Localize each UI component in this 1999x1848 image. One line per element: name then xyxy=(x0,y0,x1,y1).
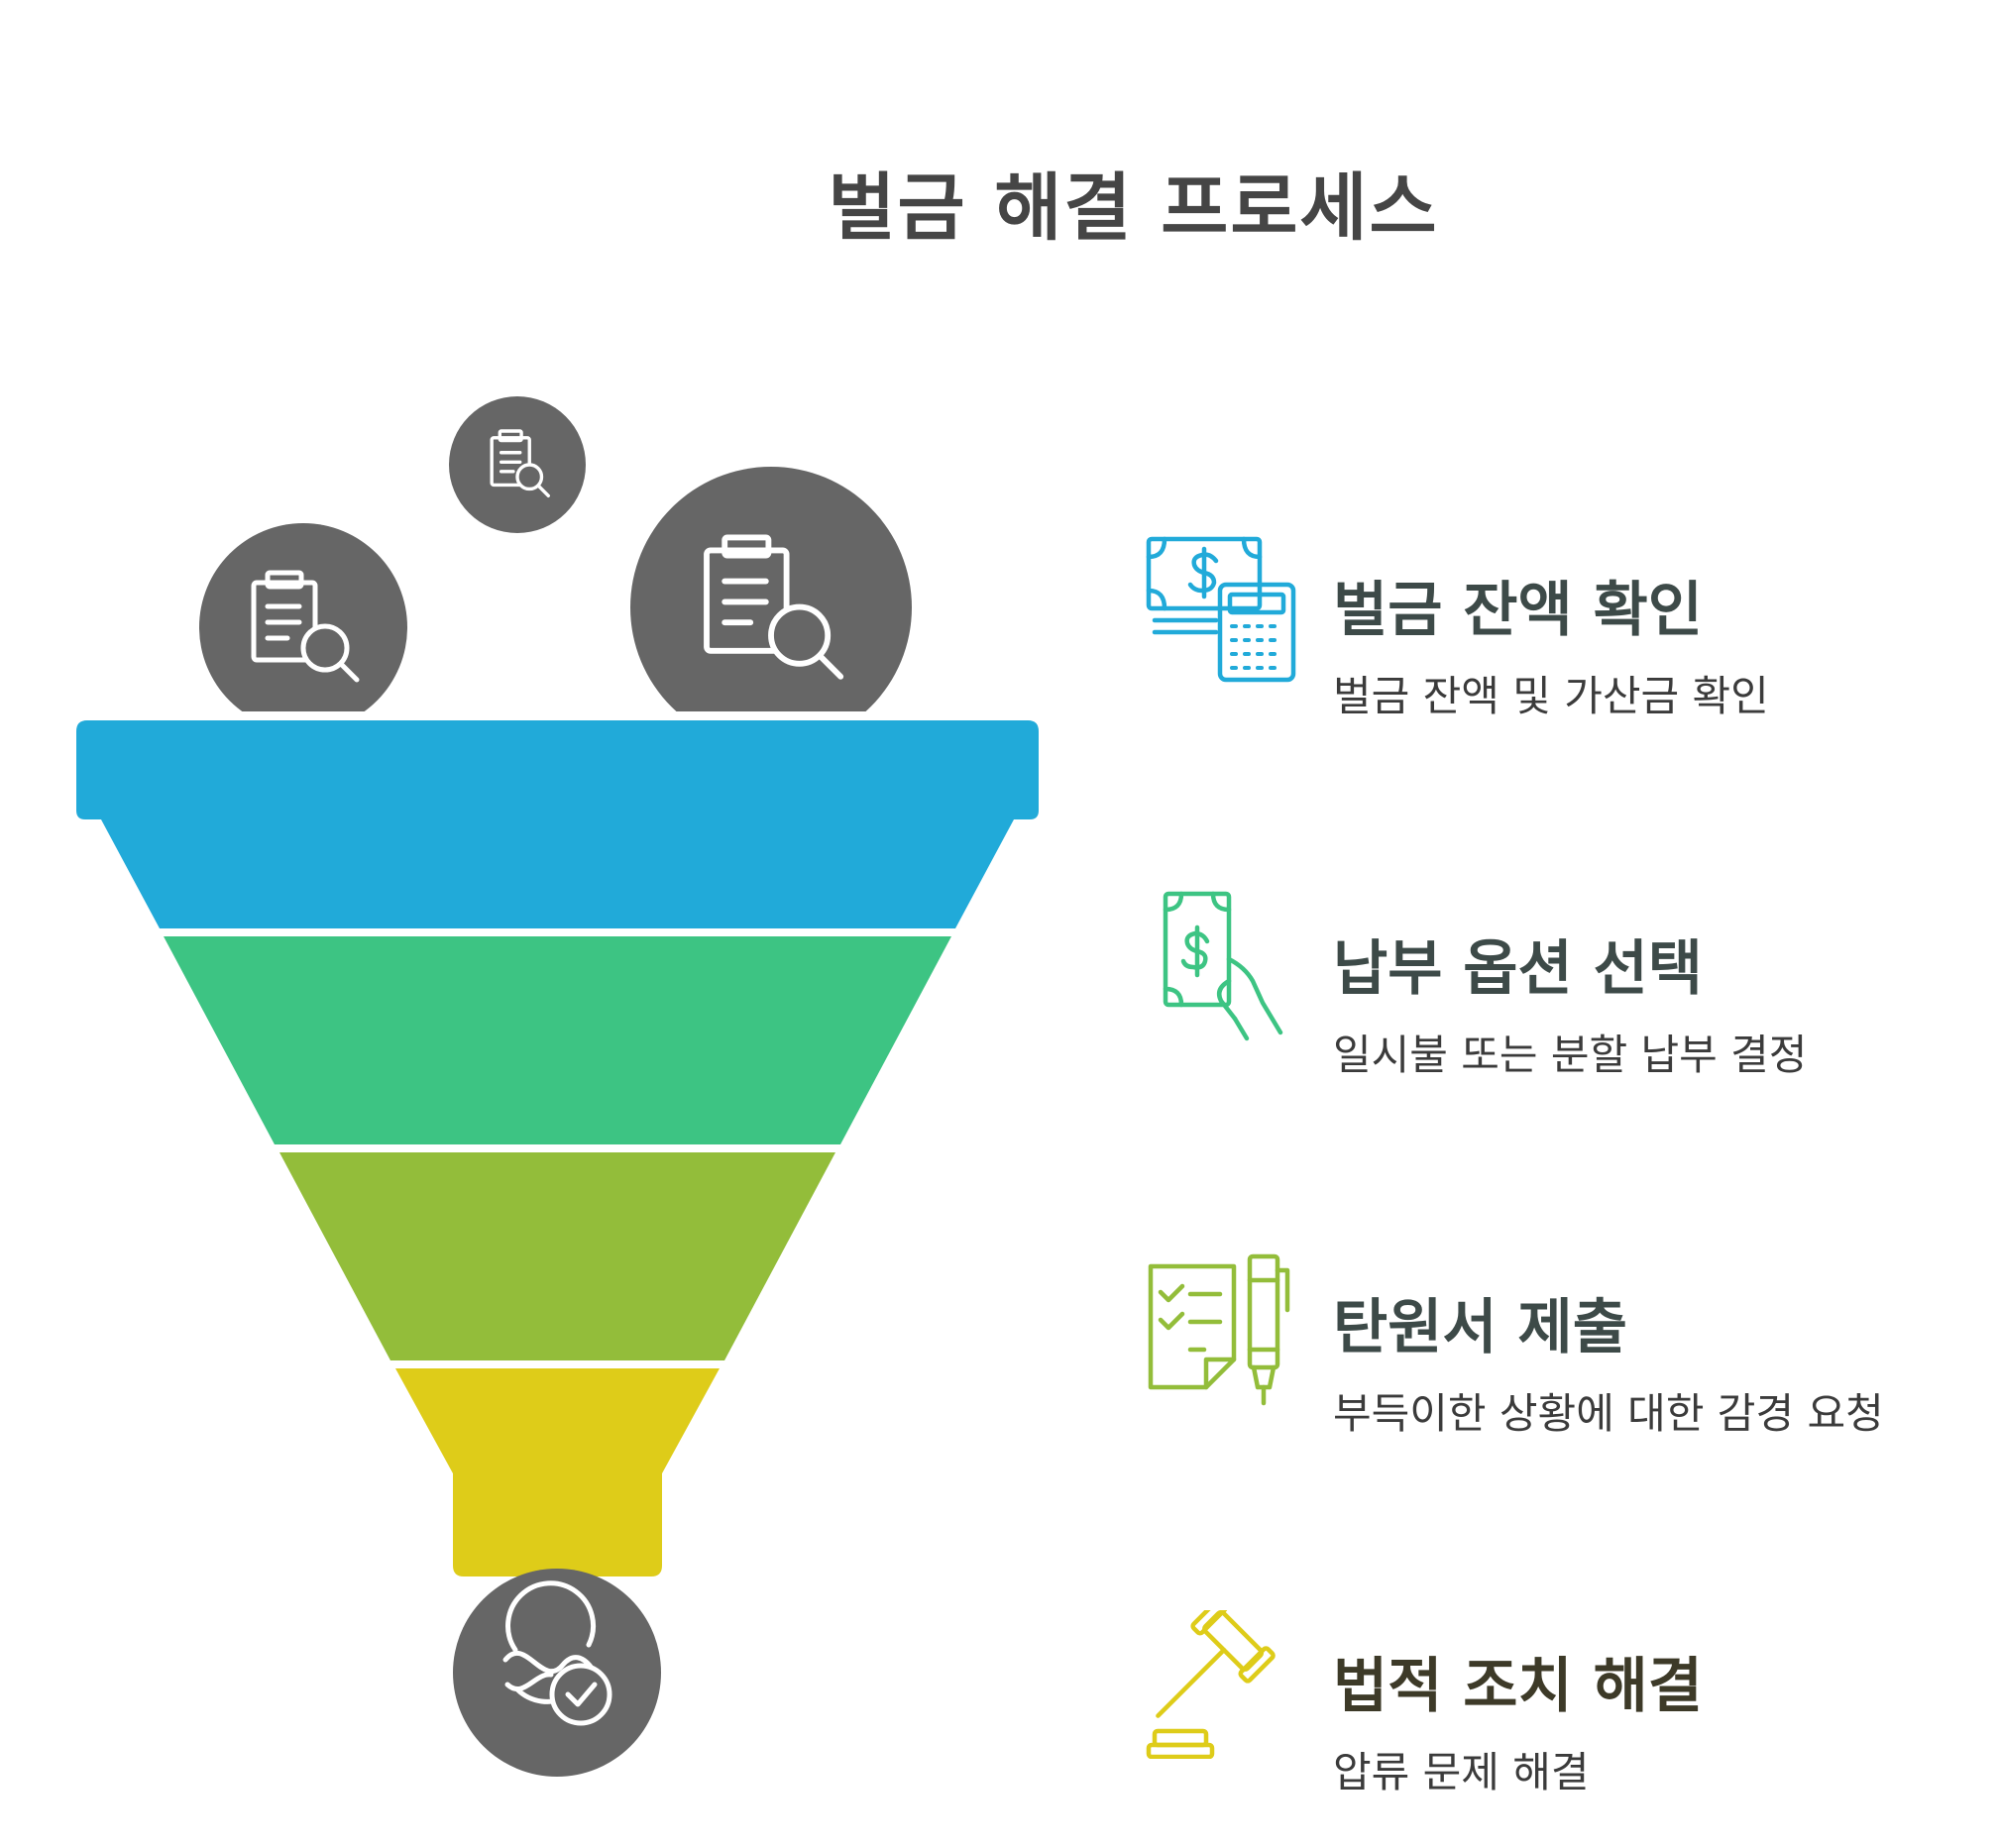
step-title: 벌금 잔액 확인 xyxy=(1333,576,1703,645)
step-title: 법적 조치 해결 xyxy=(1333,1652,1703,1721)
page-title: 벌금 해결 프로세스 xyxy=(828,165,1439,251)
step-2: 납부 옵션 선택 일시불 또는 분할 납부 결정 xyxy=(1333,939,1807,1076)
step-title: 납부 옵션 선택 xyxy=(1333,934,1703,1004)
hand-money-icon xyxy=(1163,891,1283,1041)
step-description: 일시불 또는 분할 납부 결정 xyxy=(1333,1031,1808,1079)
step-title: 탄원서 제출 xyxy=(1333,1293,1627,1362)
clipboard-search-icon xyxy=(490,429,550,497)
top-circle-left xyxy=(199,523,407,731)
checklist-pen-icon xyxy=(1148,1253,1290,1406)
funnel-diagram xyxy=(76,396,1039,1777)
top-circle-small xyxy=(449,396,586,533)
step-description: 압류 문제 해결 xyxy=(1333,1748,1590,1796)
step-1: 벌금 잔액 확인 벌금 잔액 및 가산금 확인 xyxy=(1333,581,1769,717)
bottom-circle xyxy=(453,1569,661,1777)
money-calculator-icon xyxy=(1146,536,1296,683)
step-4: 법적 조치 해결 압류 문제 해결 xyxy=(1333,1657,1703,1794)
funnel-stage-3 xyxy=(279,1152,835,1360)
clipboard-search-icon xyxy=(704,534,844,680)
funnel-stage-1 xyxy=(76,720,1039,928)
gavel-icon xyxy=(1146,1610,1276,1759)
clipboard-search-icon xyxy=(251,570,360,683)
step-description: 벌금 잔액 및 가산금 확인 xyxy=(1333,672,1769,720)
step-description: 부득이한 상황에 대한 감경 요청 xyxy=(1333,1389,1884,1438)
top-circle-right xyxy=(630,467,912,748)
funnel-stage-4 xyxy=(395,1368,720,1576)
network-check-icon xyxy=(502,1580,612,1726)
step-3: 탄원서 제출 부득이한 상황에 대한 감경 요청 xyxy=(1333,1298,1884,1435)
funnel-stage-2 xyxy=(164,936,951,1144)
